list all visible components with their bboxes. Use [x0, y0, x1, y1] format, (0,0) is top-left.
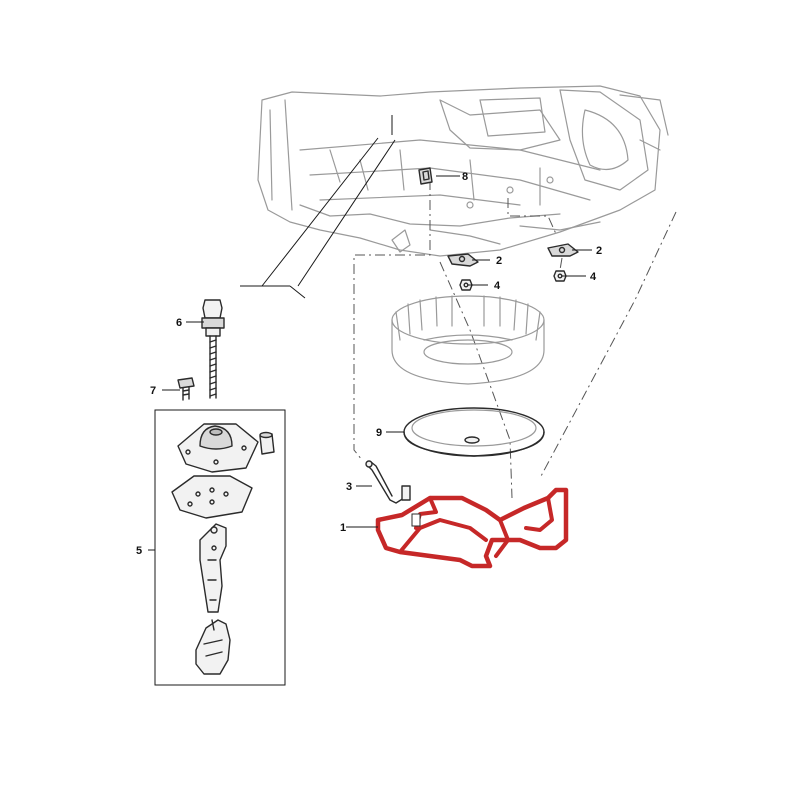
section-cut-lines [261, 137, 396, 287]
callout-6: 6 [176, 317, 182, 329]
part-3-cable [365, 460, 411, 504]
callout-4-left: 4 [494, 280, 501, 292]
callout-3: 3 [346, 481, 352, 493]
part-2-bracket-right [547, 243, 579, 257]
vehicle-underbody [257, 85, 669, 257]
part-9-tire-cover [403, 407, 545, 457]
section-break-mark [240, 285, 306, 299]
callout-7: 7 [150, 385, 156, 397]
part-7-screw [177, 377, 195, 401]
callout-2-right: 2 [596, 245, 602, 257]
part-1-stowage-bracket [375, 487, 569, 569]
callout-1: 1 [340, 522, 346, 534]
spare-tire [391, 295, 545, 385]
callout-2-left: 2 [496, 255, 502, 267]
part-6-jack-screw [201, 299, 225, 399]
callout-5: 5 [136, 545, 142, 557]
part-2-bracket-left [447, 253, 479, 267]
leader-lines [148, 175, 592, 551]
callout-9: 9 [376, 427, 382, 439]
part-8-clip [418, 167, 433, 185]
part-5-jack-assembly [171, 423, 275, 675]
callout-8: 8 [462, 171, 468, 183]
part-4-nut-left [459, 279, 473, 291]
part-5-assembly-box [154, 409, 286, 686]
callout-4-right: 4 [590, 271, 597, 283]
part-4-nut-right [553, 270, 567, 282]
assembly-lines [353, 180, 677, 499]
